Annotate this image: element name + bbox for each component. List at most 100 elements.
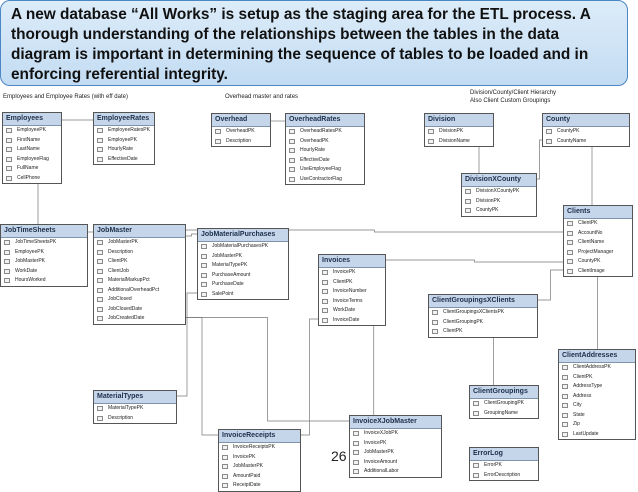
column-icon	[201, 263, 207, 268]
field-name: ClientPK	[443, 328, 463, 334]
column-icon	[4, 259, 10, 264]
field-name: CountyPK	[557, 128, 580, 134]
field-name: Address	[573, 392, 592, 399]
table-field: EffectiveDate	[286, 156, 364, 166]
relationship-line	[32, 176, 44, 231]
table-field: ClientPK	[559, 373, 635, 383]
column-icon	[97, 259, 103, 264]
table-field: AddressType	[559, 382, 635, 392]
table-field: ClientAddressPK	[559, 363, 635, 373]
primary-key-icon	[4, 240, 10, 245]
field-name: CountyName	[557, 137, 587, 144]
table-title: JobMaterialPurchases	[198, 229, 288, 242]
column-icon	[353, 440, 359, 446]
column-icon	[289, 138, 295, 144]
table-title: ClientGroupingsXClients	[429, 295, 537, 308]
field-name: JobTimeSheetsPK	[15, 239, 57, 245]
table-field: UseContractorFlag	[286, 175, 364, 185]
column-icon	[353, 459, 359, 465]
table-field: ClientJob	[94, 267, 185, 277]
table-field: PurchaseAmount	[198, 271, 288, 281]
primary-key-icon	[289, 129, 295, 134]
field-name: EmployeePK	[17, 127, 46, 133]
field-name: Description	[226, 137, 252, 144]
column-icon	[562, 384, 568, 389]
relationship-line	[352, 318, 396, 422]
field-name: FullName	[17, 165, 39, 171]
column-icon	[562, 374, 568, 380]
table-field: JobMasterPK	[94, 238, 185, 248]
table-title: EmployeeRates	[94, 113, 154, 126]
field-name: ReceiptDate	[233, 482, 261, 488]
field-name: OverheadPK	[226, 128, 255, 134]
table-field: EmployeePK	[1, 248, 87, 258]
field-name: ClientImage	[578, 267, 605, 274]
table-field: JobClosed	[94, 295, 185, 305]
column-icon	[97, 137, 103, 143]
field-name: JobClosed	[108, 296, 132, 302]
column-icon	[97, 415, 103, 421]
table-field: ClientGroupingsXClientsPK	[429, 308, 537, 318]
field-name: JobMasterPK	[108, 239, 139, 245]
column-icon	[222, 483, 228, 488]
table-field: MaterialTypePK	[94, 404, 176, 414]
field-name: LastUpdate	[573, 430, 599, 437]
table-field: InvoicePK	[350, 439, 441, 449]
field-name: WorkDate	[15, 267, 38, 274]
primary-key-icon	[567, 221, 573, 226]
table-field: MaterialTypePK	[198, 261, 288, 271]
section-label-employees: Employees and Employee Rates (with eff d…	[3, 94, 128, 100]
table-field: ReceiptDate	[219, 481, 300, 491]
table-field: ClientName	[564, 238, 632, 248]
primary-key-icon	[201, 244, 207, 249]
field-name: ClientPK	[573, 373, 593, 380]
field-name: State	[573, 411, 585, 418]
table-title: Invoices	[319, 255, 385, 268]
column-icon	[289, 176, 295, 182]
callout-text: A new database “All Works” is setup as t…	[11, 6, 591, 83]
field-name: ProjectManager	[578, 248, 614, 255]
column-icon	[567, 249, 573, 255]
table-field: ClientPK	[319, 278, 385, 288]
table-field: InvoicePK	[319, 268, 385, 278]
table-field: LastUpdate	[559, 430, 635, 440]
table-field: CountyPK	[462, 206, 536, 216]
table-field: JobMaterialPurchasesPK	[198, 242, 288, 252]
table-field: ClientGroupingPK	[470, 399, 538, 409]
field-name: ErrorPK	[484, 462, 502, 468]
field-name: SalePoint	[212, 290, 234, 297]
page-number: 26	[331, 448, 347, 464]
field-name: UseEmployeeFlag	[300, 166, 341, 172]
field-name: AccountNo	[578, 229, 603, 236]
table-title: MaterialTypes	[94, 391, 176, 404]
table-title: Division	[425, 114, 493, 127]
column-icon	[97, 268, 103, 274]
relationship-line	[186, 317, 349, 422]
table-field: JobCreatedDate	[94, 314, 185, 324]
table-field: CountyPK	[564, 257, 632, 267]
field-name: DivisionXCountyPK	[476, 188, 520, 194]
column-icon	[201, 291, 207, 297]
field-name: JobMasterPK	[364, 449, 395, 455]
table-field: UseEmployeeFlag	[286, 165, 364, 175]
field-name: DivisionPK	[476, 197, 501, 204]
